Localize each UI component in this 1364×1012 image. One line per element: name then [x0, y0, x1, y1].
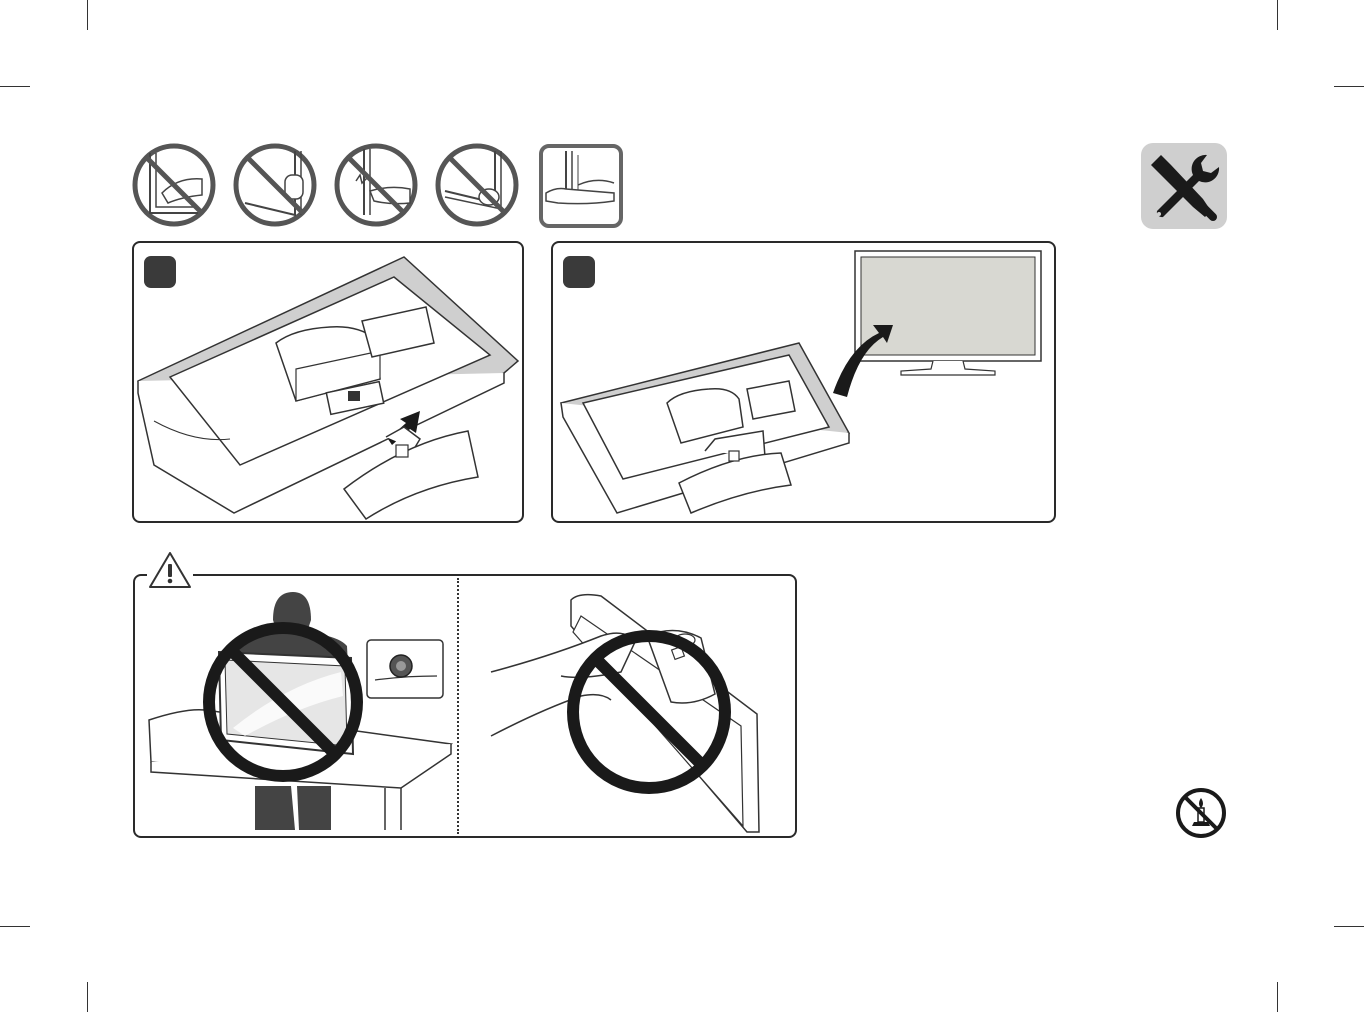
caution-panel: [133, 574, 797, 838]
crop-mark-bottom-right-v: [1277, 982, 1278, 1012]
no-squeeze-frame-icon: [435, 143, 519, 227]
support-base-correct-icon: [538, 143, 622, 227]
crop-mark-top-left-v: [87, 0, 88, 30]
crop-mark-bottom-left-h: [0, 926, 30, 927]
no-press-screen-corner-icon: [132, 143, 216, 227]
warning-triangle-icon: [147, 550, 193, 590]
crop-mark-top-left-h: [0, 86, 30, 87]
crop-mark-top-right-h: [1334, 86, 1364, 87]
no-impact-screen-icon: [334, 143, 418, 227]
lift-monitor-upright-illustration: [553, 243, 1054, 521]
crop-mark-bottom-left-v: [87, 982, 88, 1012]
crop-mark-bottom-right-h: [1334, 926, 1364, 927]
step-2-panel: [551, 241, 1056, 523]
attach-stand-base-illustration: [134, 243, 522, 521]
panel-divider: [457, 578, 459, 834]
no-carry-monitor-by-screen-illustration: [135, 576, 457, 836]
step-1-panel: [132, 241, 524, 523]
no-open-flame-icon: [1174, 786, 1228, 840]
no-lift-by-stand-illustration: [461, 576, 795, 836]
crop-mark-top-right-v: [1277, 0, 1278, 30]
no-grip-screen-edge-icon: [233, 143, 317, 227]
screwdriver-wrench-icon: [1141, 143, 1227, 229]
